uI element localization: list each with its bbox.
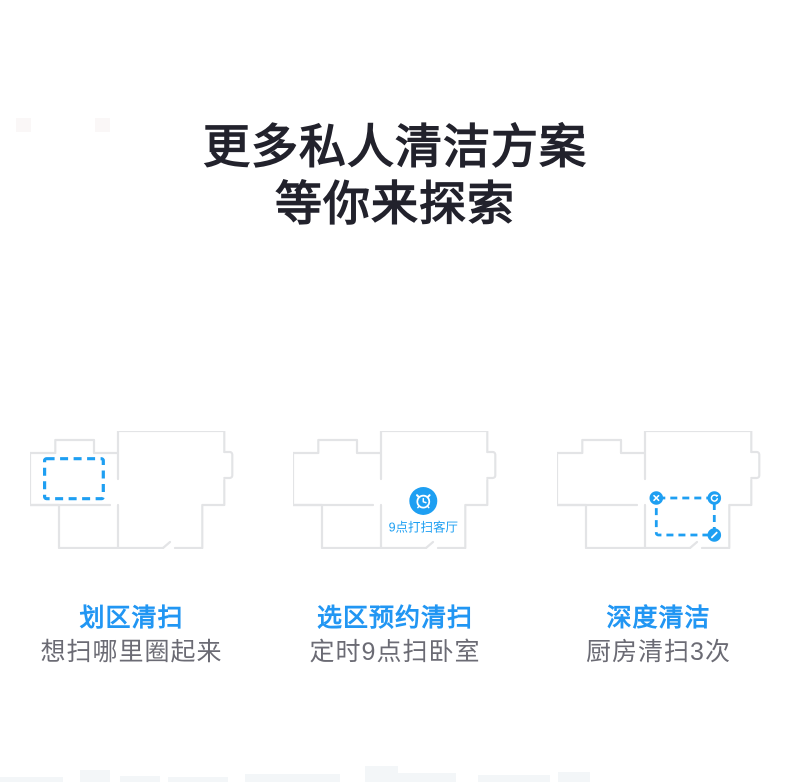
skyline-building: [80, 770, 110, 782]
editable-zone-rectangle-icon: [654, 496, 716, 537]
zone-dashed-rectangle-icon: [42, 457, 105, 501]
skyline-building: [478, 775, 550, 782]
close-icon: [649, 491, 663, 505]
skyline-building: [365, 766, 398, 782]
floor-plan-outline: [293, 431, 497, 549]
city-skyline-graphic: [0, 766, 590, 782]
scheduled-zone-label: 9点打扫客厅: [389, 520, 458, 535]
feature-deep-cleaning: 深度清洁 厨房清扫3次: [527, 431, 790, 667]
watermark-square: [16, 118, 31, 132]
floor-plan-zone-cleaning: [29, 431, 233, 549]
skyline-building: [0, 777, 63, 782]
skyline-building: [558, 772, 590, 782]
feature-subtitle: 厨房清扫3次: [586, 638, 731, 666]
skyline-building: [120, 776, 160, 782]
feature-subtitle: 定时9点扫卧室: [309, 638, 481, 666]
rotate-icon: [707, 491, 721, 505]
feature-title: 划区清扫: [79, 604, 184, 632]
floor-plan-outline: [29, 431, 233, 549]
feature-row: 划区清扫 想扫哪里圈起来: [0, 431, 790, 667]
feature-title: 深度清洁: [606, 604, 711, 632]
skyline-building: [168, 777, 228, 782]
alarm-clock-badge-icon: [409, 487, 438, 515]
feature-scheduled-cleaning: 9点打扫客厅 选区预约清扫 定时9点扫卧室: [264, 431, 527, 667]
feature-zone-cleaning: 划区清扫 想扫哪里圈起来: [0, 431, 263, 667]
resize-icon: [707, 528, 721, 542]
page-title-line1: 更多私人清洁方案: [203, 120, 587, 173]
floor-plan-deep-cleaning: [556, 431, 760, 549]
floor-plan-scheduled-cleaning: 9点打扫客厅: [293, 431, 497, 549]
feature-subtitle: 想扫哪里圈起来: [40, 638, 223, 666]
skyline-building: [245, 774, 340, 782]
page-title: 更多私人清洁方案 等你来探索: [0, 118, 790, 232]
watermark-square: [95, 118, 110, 132]
skyline-building: [398, 773, 456, 782]
floor-plan-outline: [556, 431, 760, 549]
page-title-line2: 等你来探索: [275, 177, 515, 230]
feature-title: 选区预约清扫: [316, 604, 473, 632]
promo-page: { "colors": { "background": "#ffffff", "…: [0, 118, 790, 782]
